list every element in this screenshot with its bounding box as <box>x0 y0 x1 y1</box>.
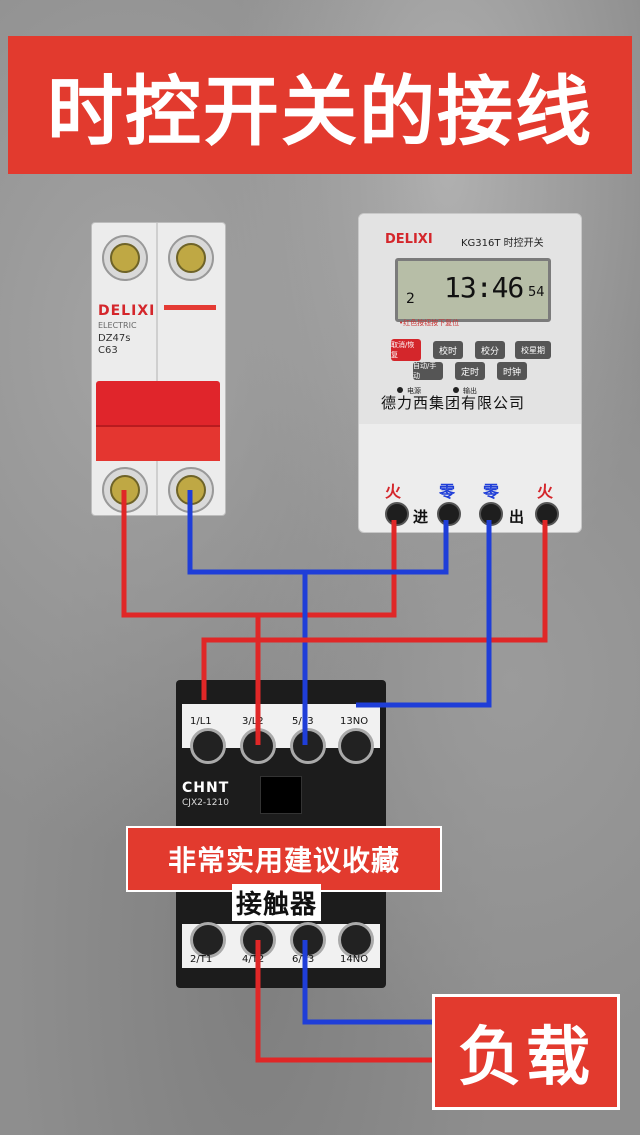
contactor-bottom-terminal-3 <box>290 922 326 958</box>
breaker-red-stripe <box>164 305 216 310</box>
page-title: 时控开关的接线 <box>47 67 593 156</box>
breaker-top-terminal-right <box>168 235 214 281</box>
time-control-switch: DELIXI KG316T 时控开关 2 13:46 54 •红色按钮按下复位 … <box>358 213 582 533</box>
terminal-label-live-in: 火 <box>385 482 402 501</box>
wire-live-breaker <box>121 490 397 618</box>
breaker-rating: C63 <box>98 345 118 356</box>
terminal-neutral-in <box>437 502 461 526</box>
terminal-label-live-out: 火 <box>537 482 554 501</box>
terminal-label-neutral-in: 零 <box>439 482 456 501</box>
contactor-bottom-label-4: 14NO <box>340 954 369 965</box>
contactor-bottom-terminal-1 <box>190 922 226 958</box>
timer-model: KG316T 时控开关 <box>461 238 544 249</box>
terminal-live-in <box>385 502 409 526</box>
breaker-brand: DELIXI <box>98 303 156 319</box>
load-box: 负载 <box>432 994 620 1110</box>
breaker-top-terminal-left <box>102 235 148 281</box>
lcd-time: 13:46 <box>444 271 524 304</box>
set-weekday-button[interactable]: 校星期 <box>515 341 551 359</box>
wire-live-out-to-coil <box>201 520 548 700</box>
timing-button[interactable]: 定时 <box>455 362 485 380</box>
out-label: 出 <box>509 508 525 526</box>
contactor-top-label-1: 1/L1 <box>190 716 212 727</box>
output-led-icon <box>453 387 459 393</box>
lcd-seconds: 54 <box>528 285 545 300</box>
contactor-window <box>260 776 302 814</box>
contactor-name: 接触器 <box>232 884 322 921</box>
contactor-model: CJX2-1210 <box>182 798 229 808</box>
timer-hint: •红色按钮按下复位 <box>399 319 460 327</box>
breaker-divider <box>156 223 158 515</box>
circuit-breaker: DELIXI ELECTRIC DZ47s C63 <box>91 222 226 516</box>
contactor: 1/L1 3/L2 5/L3 13NO CHNT CJX2-1210 2/T1 … <box>176 680 386 988</box>
contactor-brand: CHNT <box>182 780 230 796</box>
timer-brand: DELIXI <box>385 232 433 247</box>
lcd-day: 2 <box>406 291 415 307</box>
power-led-icon <box>397 387 403 393</box>
timer-lcd: 2 13:46 54 <box>395 258 551 322</box>
terminal-label-neutral-out: 零 <box>483 482 500 501</box>
promo-text: 非常实用建议收藏 <box>167 844 400 877</box>
contactor-top-label-2: 3/L2 <box>242 716 264 727</box>
set-hour-button[interactable]: 校时 <box>433 341 463 359</box>
breaker-switch[interactable] <box>96 381 220 461</box>
breaker-model: DZ47s <box>98 333 131 344</box>
power-led-label: 电源 <box>407 387 421 395</box>
timer-company: 德力西集团有限公司 <box>381 394 526 412</box>
load-label: 负载 <box>458 1021 594 1095</box>
wire-load-live <box>255 940 436 1063</box>
cancel-restore-button[interactable]: 取消/恢复 <box>391 339 421 361</box>
output-led-label: 输出 <box>463 387 477 395</box>
wire-neutral-out-to-13no <box>356 520 492 708</box>
wire-load-neutral <box>302 940 436 1025</box>
contactor-bottom-label-2: 4/T2 <box>242 954 265 965</box>
set-minute-button[interactable]: 校分 <box>475 341 505 359</box>
clock-button[interactable]: 时钟 <box>497 362 527 380</box>
wire-neutral-breaker <box>187 490 449 575</box>
breaker-handle-bar <box>96 425 220 461</box>
title-banner: 时控开关的接线 <box>8 36 632 174</box>
in-label: 进 <box>413 508 429 526</box>
contactor-top-terminal-4 <box>338 728 374 764</box>
auto-manual-button[interactable]: 自动/手动 <box>413 362 443 380</box>
contactor-top-label-4: 13NO <box>340 716 369 727</box>
breaker-brand-sub: ELECTRIC <box>98 321 137 330</box>
promo-banner: 非常实用建议收藏 <box>126 826 442 892</box>
contactor-bottom-label-1: 2/T1 <box>190 954 213 965</box>
contactor-top-terminal-3 <box>290 728 326 764</box>
contactor-top-terminal-1 <box>190 728 226 764</box>
contactor-bottom-terminal-4 <box>338 922 374 958</box>
